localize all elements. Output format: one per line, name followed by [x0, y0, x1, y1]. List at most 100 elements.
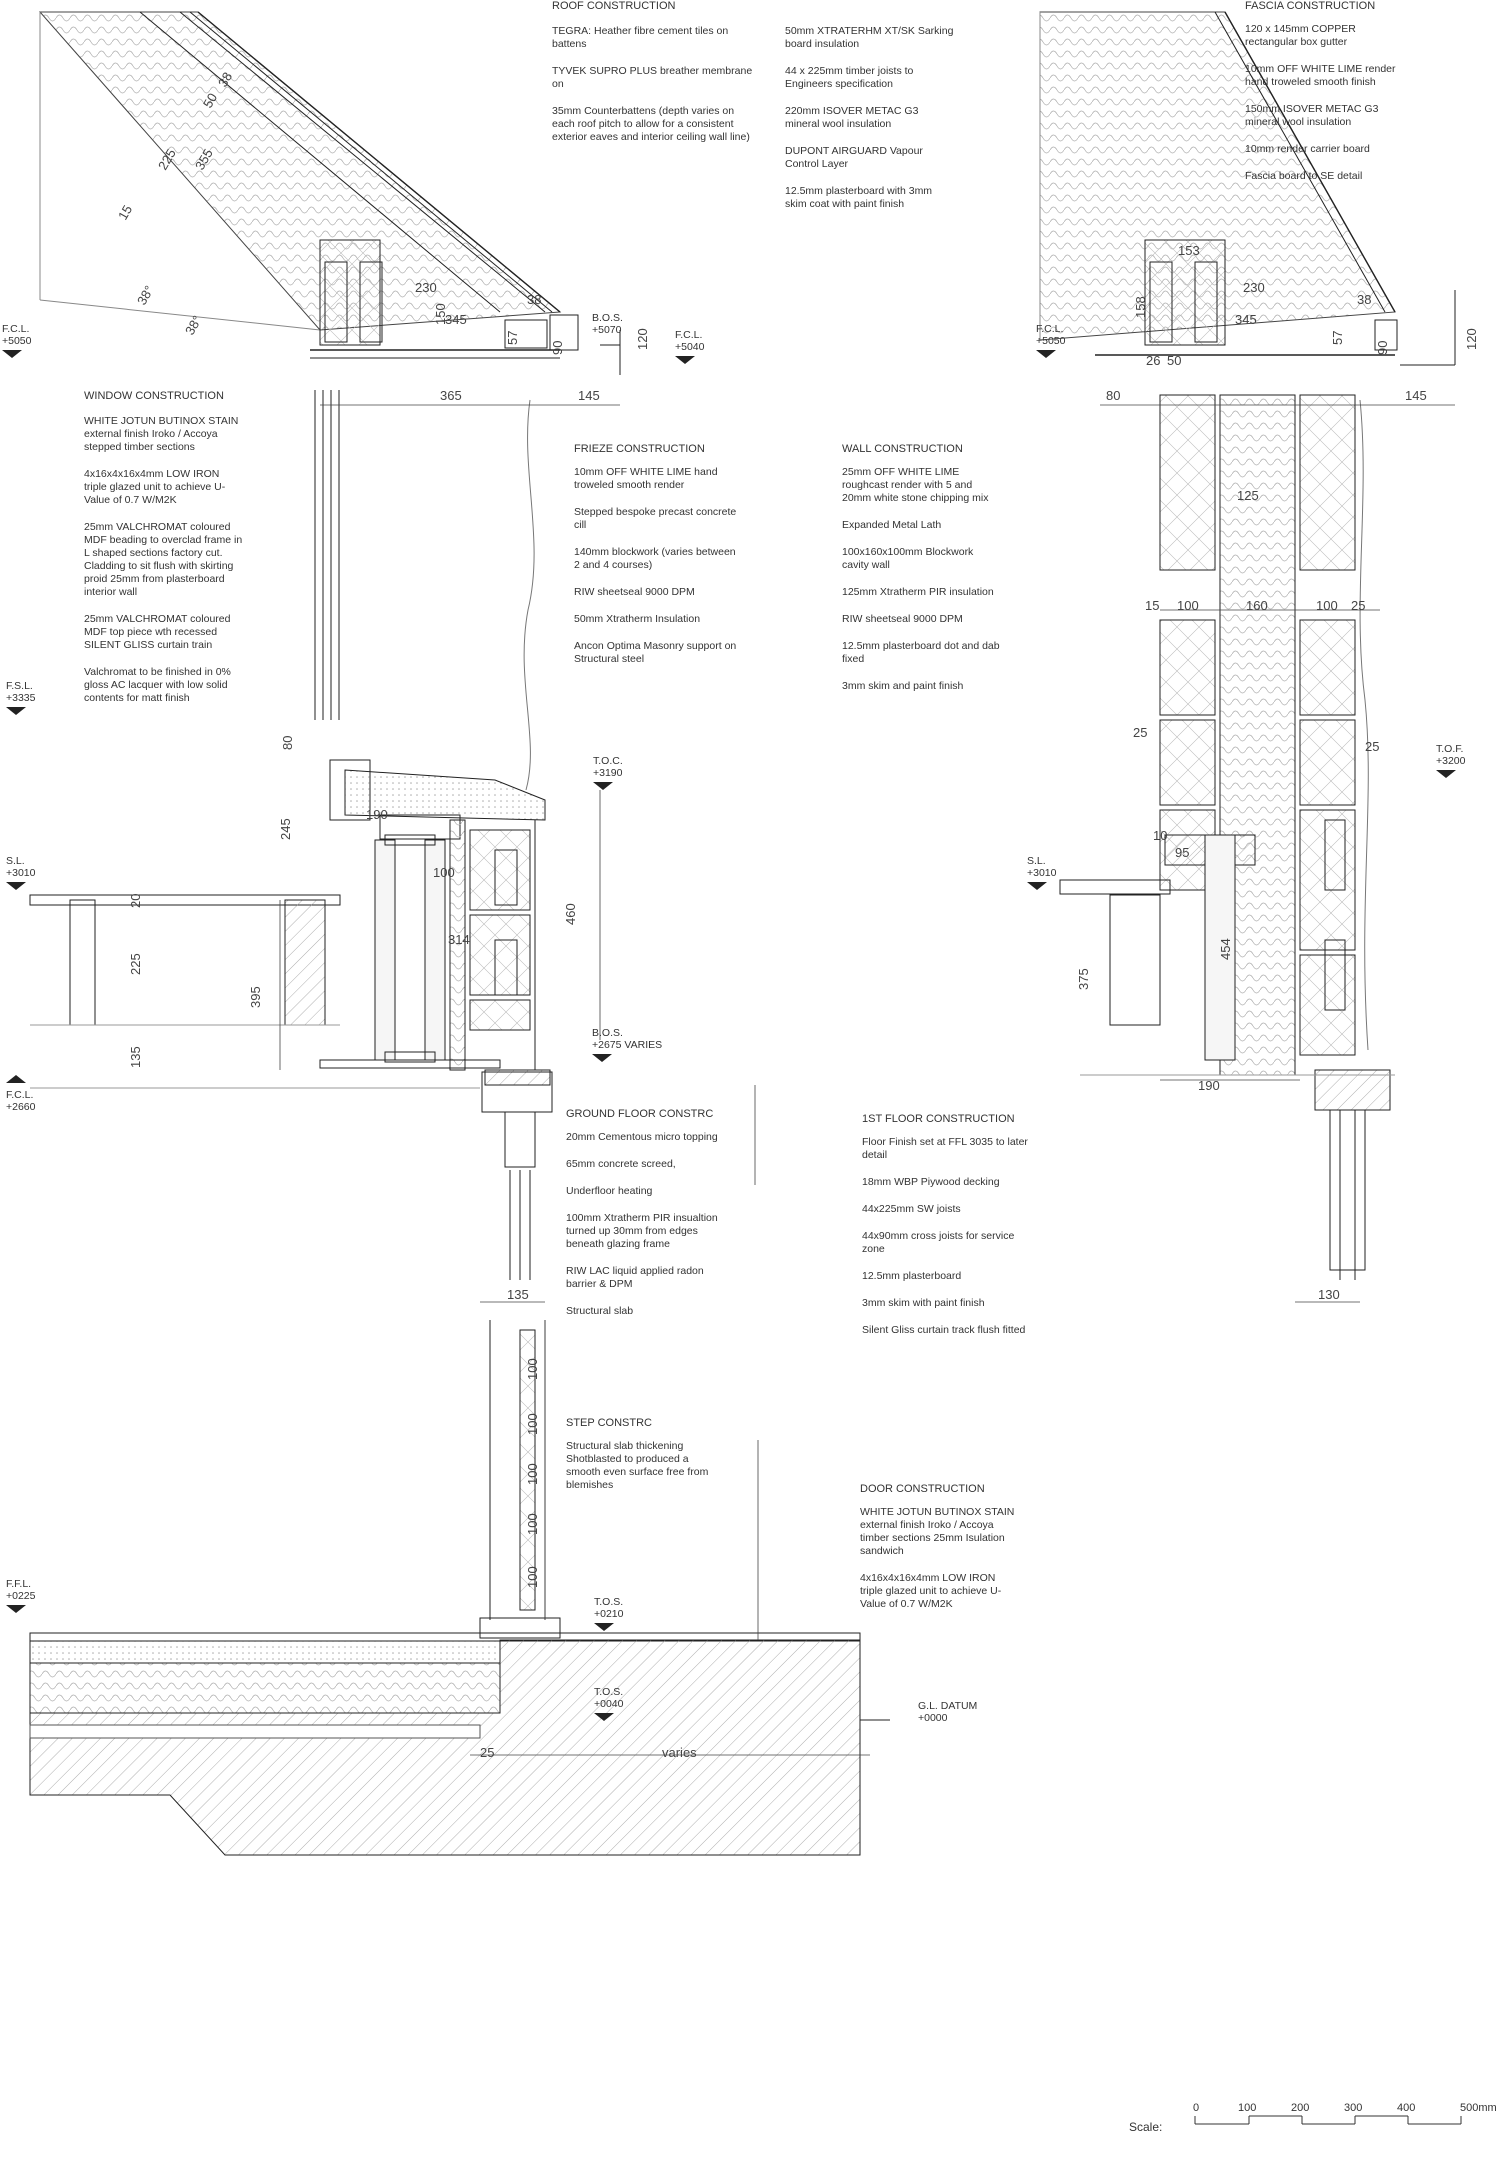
level-value: +0000 — [918, 1712, 948, 1724]
frieze-construction-title: FRIEZE CONSTRUCTION — [574, 443, 705, 455]
level-marker: B.O.S. +5070 — [592, 312, 623, 336]
level-marker: G.L. DATUM +0000 — [918, 1700, 977, 1724]
dimension-label: 100 — [525, 1566, 540, 1588]
roof-note-line: TYVEK SUPRO PLUS breather membrane on — [552, 65, 753, 90]
level-marker: F.F.L. +0225 — [6, 1578, 36, 1613]
level-value: +3010 — [1027, 867, 1057, 879]
dimension-label: 100 — [433, 865, 455, 880]
window-note-line: 25mm VALCHROMAT coloured MDF beading to … — [84, 521, 243, 598]
first-floor-note-line: 3mm skim with paint finish — [862, 1297, 985, 1309]
level-marker: S.L. +3010 — [1027, 855, 1057, 890]
level-value: +3335 — [6, 692, 36, 704]
level-marker: B.O.S. +2675 VARIES — [592, 1027, 662, 1062]
fascia-construction-note: FASCIA CONSTRUCTION 120 x 145mm COPPER r… — [1245, 0, 1405, 197]
dimension-label: 135 — [507, 1287, 529, 1302]
level-name: B.O.S. — [592, 312, 623, 324]
first-floor-note-line: 18mm WBP Piywood decking — [862, 1176, 1000, 1188]
step-note-line: Structural slab thickening Shotblasted t… — [566, 1440, 709, 1491]
wall-construction-note: WALL CONSTRUCTION 25mm OFF WHITE LIME ro… — [842, 443, 1002, 707]
scale-tick-label: 200 — [1291, 2102, 1310, 2114]
level-value: +3190 — [593, 767, 623, 779]
dimension-label: 80 — [280, 735, 295, 750]
level-value: +2675 VARIES — [592, 1039, 663, 1051]
first-floor-construction-title: 1ST FLOOR CONSTRUCTION — [862, 1113, 1015, 1125]
window-construction-note: WINDOW CONSTRUCTION WHITE JOTUN BUTINOX … — [84, 390, 244, 719]
wall-note-line: 100x160x100mm Blockwork cavity wall — [842, 546, 974, 571]
fascia-note-line: 10mm render carrier board — [1245, 143, 1370, 155]
dimension-label: 190 — [366, 807, 388, 822]
dimension-label: 100 — [525, 1513, 540, 1535]
ground-floor-note-line: RIW LAC liquid applied radon barrier & D… — [566, 1265, 704, 1290]
level-marker: F.C.L. +5050 — [1036, 323, 1066, 358]
first-floor-note-line: 44x90mm cross joists for service zone — [862, 1230, 1015, 1255]
level-marker: F.S.L. +3335 — [6, 680, 36, 715]
level-value: +5040 — [675, 341, 705, 353]
dimension-label: 135 — [128, 1046, 143, 1068]
dimension-label: 160 — [1246, 598, 1268, 613]
level-triangle-icon — [6, 882, 26, 890]
dimension-label: 345 — [445, 312, 467, 327]
right-cavity-wall-section — [1059, 394, 1395, 1280]
scale-tick-label: 300 — [1344, 2102, 1363, 2114]
level-triangle-icon — [6, 1075, 26, 1083]
dimension-label: 460 — [563, 903, 578, 925]
roof-note-line: 50mm XTRATERHM XT/SK Sarking board insul… — [785, 25, 954, 50]
level-name: F.F.L. — [6, 1578, 32, 1590]
ground-floor-note-line: Underfloor heating — [566, 1185, 653, 1197]
scale-label: Scale: — [1129, 2120, 1163, 2134]
ground-door-step-section — [29, 1071, 890, 1856]
wall-construction-title: WALL CONSTRUCTION — [842, 443, 963, 455]
dimension-label: 25 — [480, 1745, 495, 1760]
dimension-label: 120 — [635, 328, 650, 350]
first-floor-note-line: Floor Finish set at FFL 3035 to later de… — [862, 1136, 1028, 1161]
ground-floor-note-line: 65mm concrete screed, — [566, 1158, 676, 1170]
level-marker: T.O.S. +0040 — [594, 1686, 624, 1721]
scale-tick-label: 0 — [1193, 2102, 1200, 2114]
level-triangle-icon — [594, 1713, 614, 1721]
dimension-label: 100 — [1316, 598, 1338, 613]
wall-note-line: 3mm skim and paint finish — [842, 680, 964, 692]
door-note-line: WHITE JOTUN BUTINOX STAIN external finis… — [860, 1506, 1015, 1557]
dimension-label: 25 — [1365, 739, 1380, 754]
fascia-note-line: 10mm OFF WHITE LIME render hand troweled… — [1245, 63, 1396, 88]
roof-note-line: DUPONT AIRGUARD Vapour Control Layer — [785, 145, 923, 170]
level-triangle-icon — [1036, 350, 1056, 358]
dimension-label: 95 — [1175, 845, 1190, 860]
dimension-label: 38 — [527, 292, 542, 307]
dimension-label: 15 — [1145, 598, 1160, 613]
scale-tick-label: 400 — [1397, 2102, 1416, 2114]
dimension-label: 314 — [448, 932, 470, 947]
level-name: F.C.L. — [675, 329, 703, 341]
first-floor-construction-note: 1ST FLOOR CONSTRUCTION Floor Finish set … — [862, 1113, 1037, 1351]
door-construction-title: DOOR CONSTRUCTION — [860, 1483, 985, 1495]
roof-construction-title: ROOF CONSTRUCTION — [552, 0, 676, 12]
dimension-label: varies — [662, 1745, 697, 1760]
dimension-label: 375 — [1076, 968, 1091, 990]
dimension-lines — [279, 404, 1455, 1756]
ground-floor-construction-note: GROUND FLOOR CONSTRC 20mm Cementous micr… — [566, 1108, 736, 1332]
first-floor-note-line: 12.5mm plasterboard — [862, 1270, 962, 1282]
dimension-label: 120 — [1464, 328, 1479, 350]
level-value: +3200 — [1436, 755, 1466, 767]
ground-floor-note-line: Structural slab — [566, 1305, 634, 1317]
dimension-label: 225 — [128, 953, 143, 975]
level-value: +5050 — [1036, 335, 1066, 347]
scale-bar-graphic — [1194, 2115, 1462, 2125]
level-name: S.L. — [6, 855, 25, 867]
level-name: T.O.C. — [593, 755, 623, 767]
dimension-label: 158 — [1133, 296, 1148, 318]
frieze-note-line: 10mm OFF WHITE LIME hand troweled smooth… — [574, 466, 718, 491]
wall-note-line: RIW sheetseal 9000 DPM — [842, 613, 963, 625]
dimension-label: 100 — [525, 1413, 540, 1435]
dimension-label: 245 — [278, 818, 293, 840]
level-marker: T.O.F. +3200 — [1436, 743, 1466, 778]
dimension-label: 230 — [1243, 280, 1265, 295]
first-floor-note-line: 44x225mm SW joists — [862, 1203, 961, 1215]
window-construction-title: WINDOW CONSTRUCTION — [84, 390, 224, 402]
window-note-line: 25mm VALCHROMAT coloured MDF top piece w… — [84, 613, 231, 651]
dimension-label: 190 — [1198, 1078, 1220, 1093]
level-triangle-icon — [592, 1054, 612, 1062]
level-triangle-icon — [6, 707, 26, 715]
frieze-construction-note: FRIEZE CONSTRUCTION 10mm OFF WHITE LIME … — [574, 443, 739, 680]
level-name: B.O.S. — [592, 1027, 623, 1039]
